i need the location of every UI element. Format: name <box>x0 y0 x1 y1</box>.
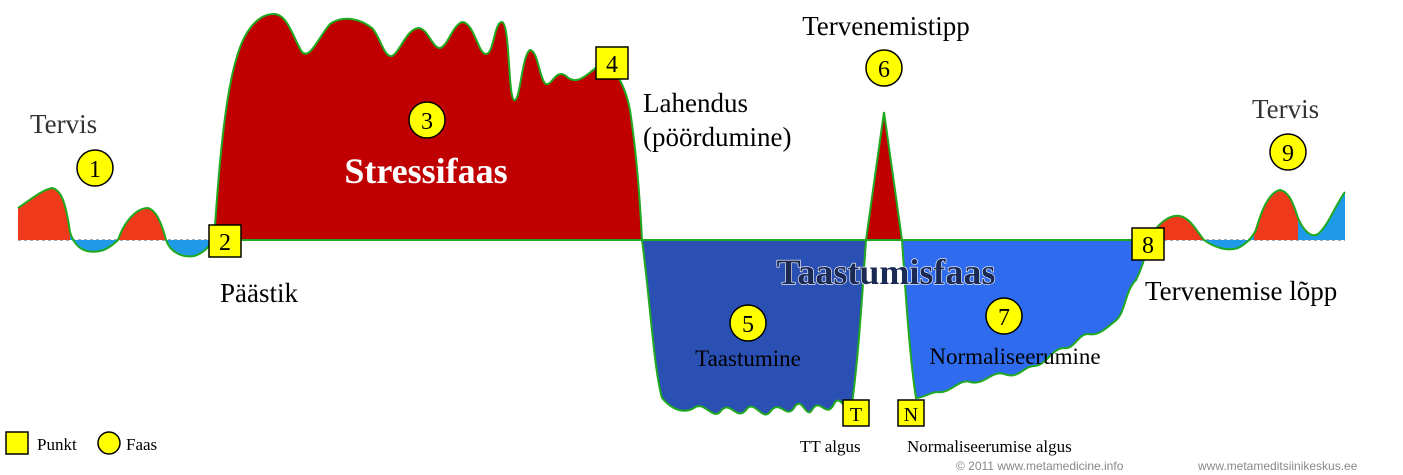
phase-marker-3: 3 <box>408 101 446 139</box>
label-taastumisfaas: Taastumisfaas <box>777 252 996 292</box>
point-marker-t: T <box>842 399 870 427</box>
legend-point-label: Punkt <box>37 435 77 454</box>
normalization-area <box>900 239 1150 400</box>
svg-text:1: 1 <box>89 157 101 183</box>
svg-text:2: 2 <box>219 230 231 256</box>
label-paastik: Päästik <box>220 278 298 308</box>
healing-peak <box>864 111 904 241</box>
svg-text:6: 6 <box>878 57 890 83</box>
label-taastumine: Taastumine <box>695 346 801 371</box>
label-tervis-right: Tervis <box>1252 94 1319 124</box>
svg-text:3: 3 <box>421 109 433 135</box>
legend: Punkt Faas <box>5 431 157 455</box>
svg-text:5: 5 <box>742 312 754 338</box>
svg-text:8: 8 <box>1142 233 1154 259</box>
point-marker-8: 8 <box>1131 227 1165 261</box>
health-wave-left <box>17 186 215 258</box>
svg-text:T: T <box>850 404 862 426</box>
svg-text:9: 9 <box>1282 141 1294 167</box>
label-tervenemistipp: Tervenemistipp <box>802 11 970 41</box>
label-normaliseerumise-algus: Normaliseerumise algus <box>907 437 1072 456</box>
phase-marker-1: 1 <box>76 149 114 187</box>
legend-phase-swatch <box>97 431 121 455</box>
credit-left: © 2011 www.metamedicine.info <box>956 459 1124 473</box>
point-marker-n: N <box>897 399 925 427</box>
phase-marker-9: 9 <box>1269 133 1307 171</box>
phase-marker-5: 5 <box>729 304 767 342</box>
phase-marker-7: 7 <box>985 297 1023 335</box>
label-normaliseerumine: Normaliseerumine <box>929 344 1100 369</box>
label-tt-algus: TT algus <box>800 437 861 456</box>
phase-marker-6: 6 <box>865 49 903 87</box>
svg-text:N: N <box>904 404 918 426</box>
label-poordumine: (pöördumine) <box>643 122 791 152</box>
svg-text:4: 4 <box>606 52 618 78</box>
point-marker-4: 4 <box>595 46 629 80</box>
svg-text:7: 7 <box>998 305 1010 331</box>
legend-point-swatch <box>5 431 29 455</box>
label-lahendus: Lahendus <box>643 88 748 118</box>
credit-right: www.metameditsiinikeskus.ee <box>1197 459 1358 473</box>
legend-phase-label: Faas <box>126 435 157 454</box>
label-stressifaas: Stressifaas <box>344 151 507 191</box>
label-tervenemise-lopp: Tervenemise lõpp <box>1145 276 1337 306</box>
label-tervis-left: Tervis <box>30 109 97 139</box>
point-marker-2: 2 <box>208 224 242 258</box>
